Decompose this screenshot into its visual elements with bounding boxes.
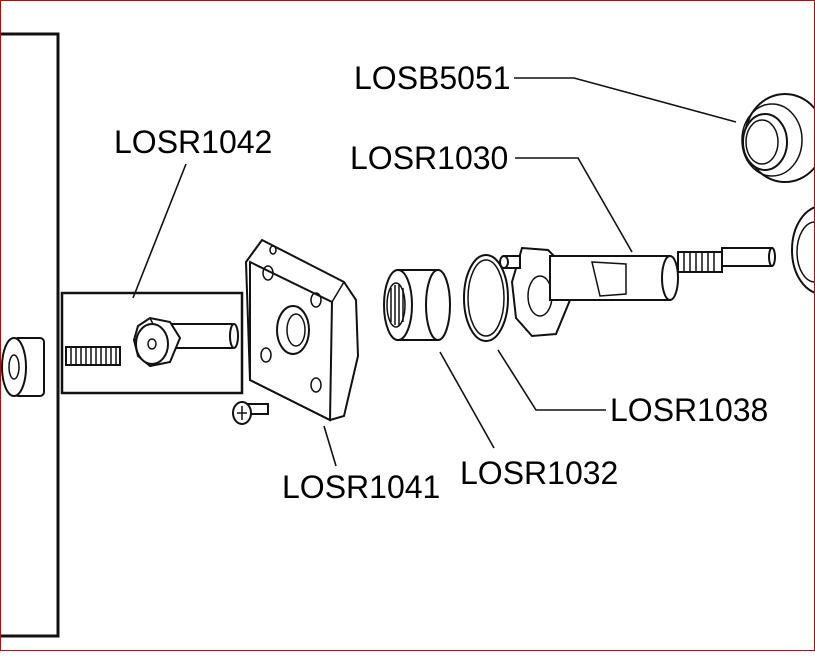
shaft-part [499, 246, 776, 338]
label-losr1030: LOSR1030 [350, 140, 508, 176]
housing-wall [0, 32, 60, 638]
hex-bolt-part [132, 316, 239, 368]
seal-part [741, 93, 815, 183]
flange-plate-part [244, 238, 360, 422]
label-losr1032: LOSR1032 [460, 455, 618, 491]
leader-losr1042 [132, 163, 187, 299]
gear-fragment-part [791, 206, 815, 294]
leader-lines [132, 77, 737, 467]
label-losr1038: LOSR1038 [610, 392, 768, 428]
label-losr1041: LOSR1041 [282, 469, 440, 505]
label-losb5051: LOSB5051 [354, 60, 511, 96]
leader-losr1038 [497, 349, 606, 411]
leader-losr1041 [323, 425, 337, 467]
small-screw-part [232, 401, 269, 425]
bushing-part [1, 337, 45, 397]
threaded-stud-part [65, 346, 121, 366]
leader-losb5051 [514, 77, 737, 123]
losr1042-group-box [60, 291, 244, 395]
label-losr1042: LOSR1042 [114, 124, 272, 160]
leader-losr1030 [515, 157, 633, 253]
o-ring-part [463, 254, 509, 342]
leader-losr1032 [439, 351, 495, 449]
bearing-part [383, 269, 451, 341]
